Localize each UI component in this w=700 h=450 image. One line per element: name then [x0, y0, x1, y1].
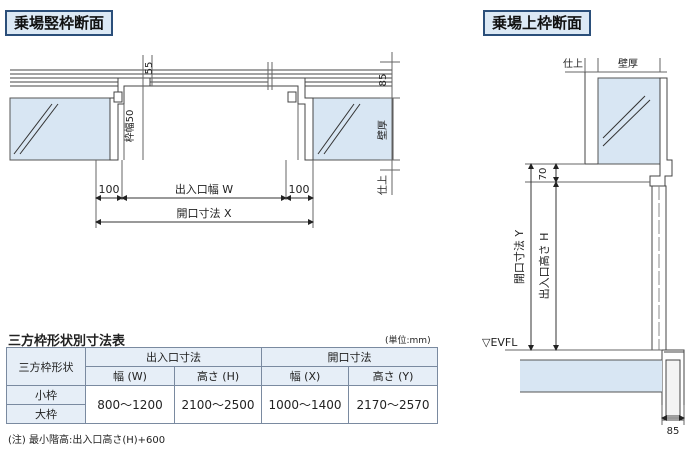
row-large-frame: 大枠 — [6, 404, 86, 424]
left-jamb-labels: 55 枠幅50 85 壁厚 仕上 100 出入口幅 W 100 開口寸法 X — [99, 62, 390, 220]
dimension-table: 三方枠形状 出入口寸法 開口寸法 幅 (W) 高さ (H) 幅 (X) 高さ (… — [6, 347, 438, 424]
dim-100-right-label: 100 — [289, 183, 310, 196]
right-head-labels: 仕上 壁厚 70 開口寸法 Y 出入口高さ H ▽EVFL 85 — [482, 57, 679, 437]
table-row: 大枠 — [6, 404, 438, 424]
dim-70-label: 70 — [538, 168, 549, 181]
header-opening: 開口寸法 — [261, 347, 438, 367]
row-small-frame: 小枠 — [6, 385, 86, 405]
cell-width-w: 800〜1200 — [85, 385, 175, 424]
cell-height-y: 2170〜2570 — [348, 385, 438, 424]
right-finish-label: 仕上 — [563, 57, 583, 70]
header-height-y: 高さ (Y) — [348, 366, 438, 386]
footnote: (注) 最小階高:出入口高さ(H)+600 — [8, 435, 166, 446]
entrance-height-label: 出入口高さ H — [537, 233, 551, 300]
right-head-drawing — [505, 58, 685, 425]
finish-label: 仕上 — [376, 175, 389, 195]
dim-55-label: 55 — [144, 62, 155, 75]
entrance-width-label: 出入口幅 W — [175, 182, 233, 196]
cell-width-x: 1000〜1400 — [261, 385, 349, 424]
right-wall-label: 壁厚 — [618, 57, 638, 70]
dim-frame-width-label: 枠幅50 — [123, 110, 136, 143]
opening-x-label: 開口寸法 X — [176, 206, 231, 220]
evfl-label: ▽EVFL — [482, 336, 518, 349]
cell-height-h: 2100〜2500 — [174, 385, 262, 424]
left-section-title: 乗場竪枠断面 — [5, 10, 114, 36]
wall-thickness-label: 壁厚 — [376, 120, 389, 140]
table-unit: (単位:mm) — [385, 336, 431, 346]
header-shape: 三方枠形状 — [6, 347, 86, 386]
table-title: 三方枠形状別寸法表 — [8, 334, 126, 349]
header-width-x: 幅 (X) — [261, 366, 349, 386]
header-height-h: 高さ (H) — [174, 366, 262, 386]
header-width-w: 幅 (W) — [85, 366, 175, 386]
left-jamb-drawing — [9, 52, 400, 228]
right-section-title: 乗場上枠断面 — [483, 10, 592, 36]
dim-85-label: 85 — [378, 74, 389, 87]
header-entrance: 出入口寸法 — [85, 347, 262, 367]
opening-y-label: 開口寸法 Y — [512, 230, 526, 284]
dim-85-bottom-label: 85 — [667, 426, 680, 437]
table-row: 小枠 800〜1200 2100〜2500 1000〜1400 2170〜257… — [6, 385, 438, 424]
dim-100-left-label: 100 — [99, 183, 120, 196]
